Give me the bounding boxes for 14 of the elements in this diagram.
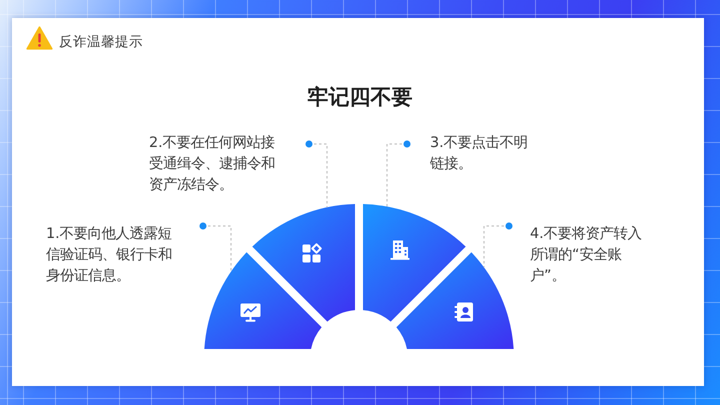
semicircle-segment (396, 252, 514, 349)
slide-title: 牢记四不要 (308, 84, 412, 110)
semicircle-segment (363, 204, 466, 322)
leader-line (386, 140, 410, 208)
leader-line (306, 140, 328, 208)
leader-line (200, 222, 232, 272)
semicircle-segment (204, 252, 322, 349)
callout-text: 2.不要在任何网站接受通缉令、逮捕令和资产冻结令。 (149, 133, 280, 196)
header-text: 反诈温馨提示 (59, 34, 143, 51)
callout-text: 3.不要点击不明链接。 (430, 133, 538, 175)
callout-text: 4.不要将资产转入所谓的“安全账户”。 (530, 224, 647, 287)
callout-text: 1.不要向他人透露短信验证码、银行卡和身份证信息。 (46, 224, 178, 287)
leader-line (484, 222, 512, 268)
semicircle-segment (252, 204, 355, 322)
